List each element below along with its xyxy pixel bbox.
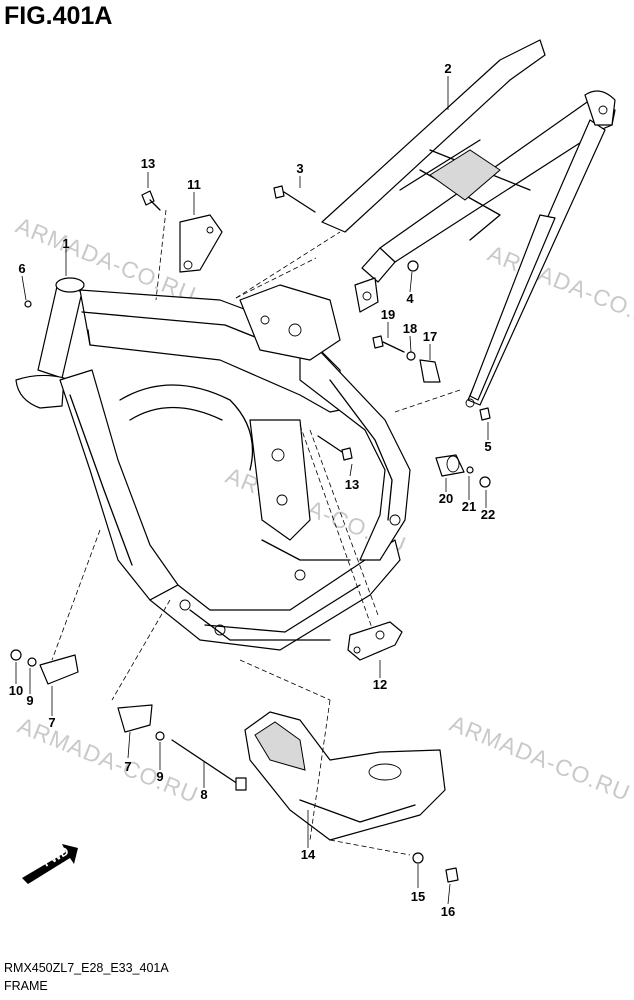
small-parts	[10, 185, 491, 883]
callout-9a: 9	[26, 693, 34, 708]
callout-12: 12	[372, 677, 388, 692]
callout-20: 20	[438, 491, 454, 506]
callout-6: 6	[18, 261, 26, 276]
callout-22: 22	[480, 507, 496, 522]
callout-1: 1	[62, 236, 70, 251]
callout-16: 16	[440, 904, 456, 919]
callout-21: 21	[461, 499, 477, 514]
callout-13b: 13	[344, 477, 360, 492]
callout-5: 5	[484, 439, 492, 454]
callout-4: 4	[406, 291, 414, 306]
callout-11: 11	[187, 177, 201, 192]
main-frame	[15, 277, 411, 651]
callout-17: 17	[422, 329, 438, 344]
skid-plate	[244, 711, 446, 841]
callout-3: 3	[296, 161, 304, 176]
callout-14: 14	[300, 847, 316, 862]
fwd-arrow: FWD	[22, 844, 78, 884]
diagram-name: FRAME	[4, 979, 48, 993]
callout-19: 19	[380, 307, 396, 322]
rear-subframe	[321, 39, 616, 408]
callout-2: 2	[444, 61, 452, 76]
callout-15: 15	[410, 889, 426, 904]
callout-10: 10	[8, 683, 24, 698]
callout-7a: 7	[48, 715, 56, 730]
callout-13a: 13	[140, 156, 156, 171]
leader-lines	[15, 76, 489, 905]
callout-7b: 7	[124, 759, 132, 774]
callout-9b: 9	[156, 769, 164, 784]
diagram-code: RMX450ZL7_E28_E33_401A	[4, 961, 169, 975]
callout-8: 8	[200, 787, 208, 802]
figure-title: FIG.401A	[4, 2, 113, 30]
callout-18: 18	[402, 321, 418, 336]
